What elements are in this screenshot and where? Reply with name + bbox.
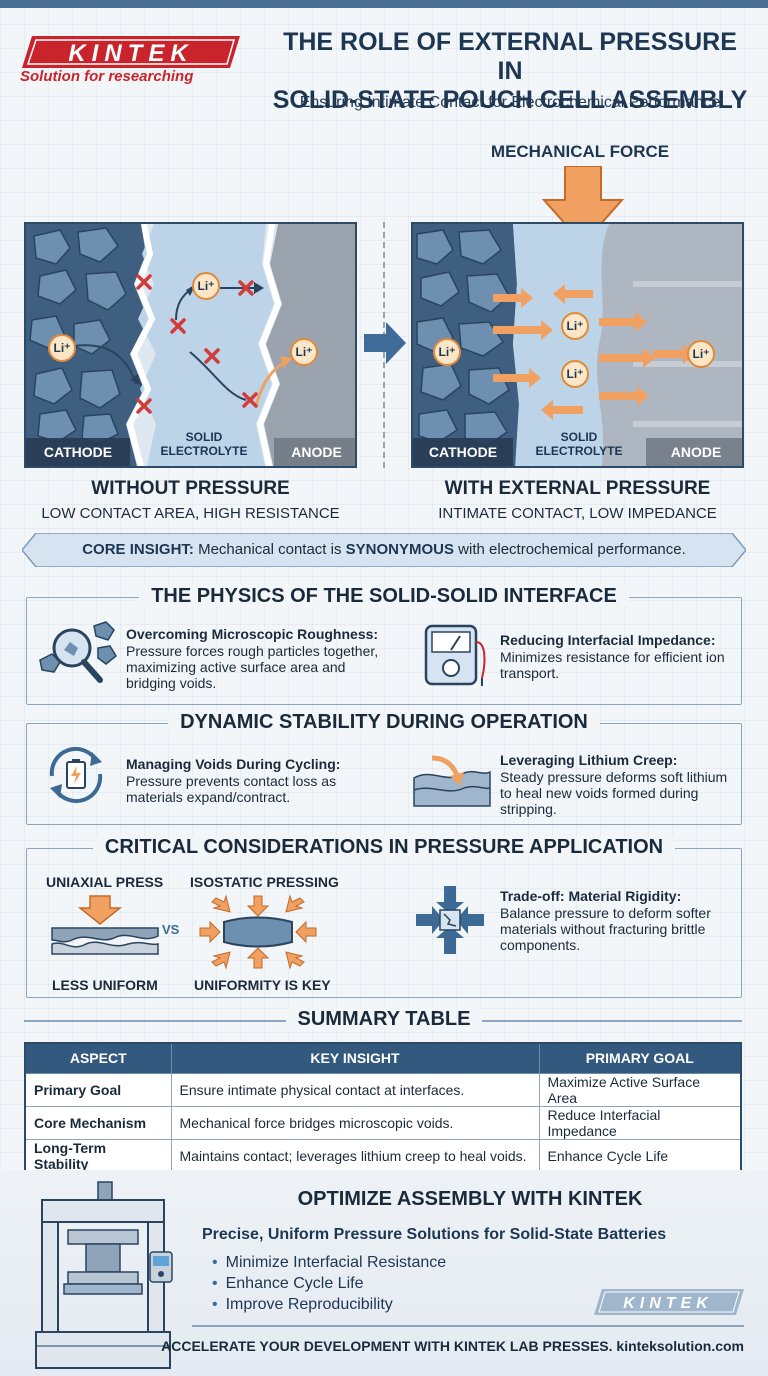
table-cell: Maintains contact; leverages lithium cre… xyxy=(170,1138,540,1173)
table-header-cell: PRIMARY GOAL xyxy=(538,1042,742,1074)
svg-text:Li⁺: Li⁺ xyxy=(567,319,584,333)
benefit-item: Improve Reproducibility xyxy=(212,1296,393,1314)
roughness-title: Overcoming Microscopic Roughness: xyxy=(126,626,379,642)
less-uniform-label: LESS UNIFORM xyxy=(52,977,158,993)
benefit-item: Enhance Cycle Life xyxy=(212,1275,364,1293)
with-pressure-caption: INTIMATE CONTACT, LOW IMPEDANCE xyxy=(438,505,717,522)
with-pressure-heading: WITH EXTERNAL PRESSURE xyxy=(444,478,711,499)
voids-title: Managing Voids During Cycling: xyxy=(126,756,341,772)
uniaxial-press-icon xyxy=(51,895,159,955)
tradeoff-title: Trade-off: Material Rigidity: xyxy=(500,888,682,904)
uniformity-label: UNIFORMITY IS KEY xyxy=(194,977,331,993)
table-cell: Core Mechanism xyxy=(24,1105,172,1140)
svg-text:KINTEK: KINTEK xyxy=(68,40,193,67)
summary-table: ASPECT KEY INSIGHT PRIMARY GOAL Primary … xyxy=(24,1042,742,1174)
uniaxial-label: UNIAXIAL PRESS xyxy=(46,874,164,890)
footer-text: ACCELERATE YOUR DEVELOPMENT WITH KINTEK … xyxy=(161,1338,744,1354)
rigidity-tradeoff-icon xyxy=(416,886,484,954)
lithium-creep-icon xyxy=(413,755,491,807)
svg-text:Li⁺: Li⁺ xyxy=(567,367,584,381)
kintek-logo: KINTEK xyxy=(22,36,240,68)
footer-rule xyxy=(192,1325,744,1327)
table-cell: Mechanical force bridges microscopic voi… xyxy=(170,1105,540,1140)
table-header-cell: KEY INSIGHT xyxy=(170,1042,540,1074)
lab-press-machine-icon xyxy=(35,1181,173,1369)
interface-with-pressure-illustration: Li⁺ Li⁺ Li⁺ Li⁺ xyxy=(413,224,742,466)
optimize-title: OPTIMIZE ASSEMBLY WITH KINTEK xyxy=(297,1188,643,1210)
cycle-battery-icon xyxy=(49,746,103,804)
stability-section-title: DYNAMIC STABILITY DURING OPERATION xyxy=(0,711,768,734)
physics-section-title: THE PHYSICS OF THE SOLID-SOLID INTERFACE xyxy=(0,585,768,608)
table-cell: Long-Term Stability xyxy=(24,1138,172,1173)
considerations-section-title: CRITICAL CONSIDERATIONS IN PRESSURE APPL… xyxy=(0,836,768,859)
page-title: THE ROLE OF EXTERNAL PRESSURE IN SOLID-S… xyxy=(272,28,748,114)
table-row: Core Mechanism Mechanical force bridges … xyxy=(24,1105,742,1140)
anode-label: ANODE xyxy=(646,438,742,466)
svg-text:Li⁺: Li⁺ xyxy=(693,347,710,361)
roughness-text: Pressure forces rough particles together… xyxy=(126,643,379,691)
mechanical-force-label: MECHANICAL FORCE xyxy=(490,142,670,161)
core-insight-text: CORE INSIGHT: Mechanical contact is SYNO… xyxy=(82,541,686,558)
kintek-logo-small: KINTEK xyxy=(594,1289,744,1315)
interface-without-pressure-illustration: Li⁺ Li⁺ Li⁺ xyxy=(26,224,355,466)
page-subtitle: Ensuring Intimate Contact for Electroche… xyxy=(299,94,721,111)
table-header-row: ASPECT KEY INSIGHT PRIMARY GOAL xyxy=(24,1042,742,1074)
table-cell: Maximize Active Surface Area xyxy=(538,1072,742,1107)
creep-title: Leveraging Lithium Creep: xyxy=(500,752,678,768)
magnifier-particles-icon xyxy=(39,621,117,683)
svg-text:Li⁺: Li⁺ xyxy=(296,345,313,359)
summary-title: SUMMARY TABLE xyxy=(0,1008,768,1031)
isostatic-label: ISOSTATIC PRESSING xyxy=(190,874,339,890)
table-row: Long-Term Stability Maintains contact; l… xyxy=(24,1138,742,1173)
top-bar xyxy=(0,0,768,8)
svg-text:KINTEK: KINTEK xyxy=(623,1295,713,1312)
isostatic-press-icon xyxy=(199,894,317,970)
without-pressure-caption: LOW CONTACT AREA, HIGH RESISTANCE xyxy=(41,505,340,522)
benefit-item: Minimize Interfacial Resistance xyxy=(212,1254,447,1272)
optimize-subtitle: Precise, Uniform Pressure Solutions for … xyxy=(202,1226,667,1243)
table-row: Primary Goal Ensure intimate physical co… xyxy=(24,1072,742,1107)
table-cell: Ensure intimate physical contact at inte… xyxy=(170,1072,540,1107)
without-pressure-heading: WITHOUT PRESSURE xyxy=(91,478,290,499)
meter-icon xyxy=(424,624,486,686)
anode-label: ANODE xyxy=(274,438,355,466)
vs-label: VS xyxy=(162,922,180,937)
table-header-cell: ASPECT xyxy=(24,1042,172,1074)
table-cell: Reduce Interfacial Impedance xyxy=(538,1105,742,1140)
impedance-title: Reducing Interfacial Impedance: xyxy=(500,632,716,648)
cathode-label: CATHODE xyxy=(26,438,130,466)
cathode-label: CATHODE xyxy=(413,438,513,466)
core-insight-banner xyxy=(22,533,746,567)
table-cell: Enhance Cycle Life xyxy=(538,1138,742,1173)
table-cell: Primary Goal xyxy=(24,1072,172,1107)
svg-text:Li⁺: Li⁺ xyxy=(54,341,71,355)
svg-text:Li⁺: Li⁺ xyxy=(198,279,215,293)
svg-text:Li⁺: Li⁺ xyxy=(439,345,456,359)
logo-tagline: Solution for researching xyxy=(20,68,194,85)
transition-arrow-icon xyxy=(364,322,406,364)
